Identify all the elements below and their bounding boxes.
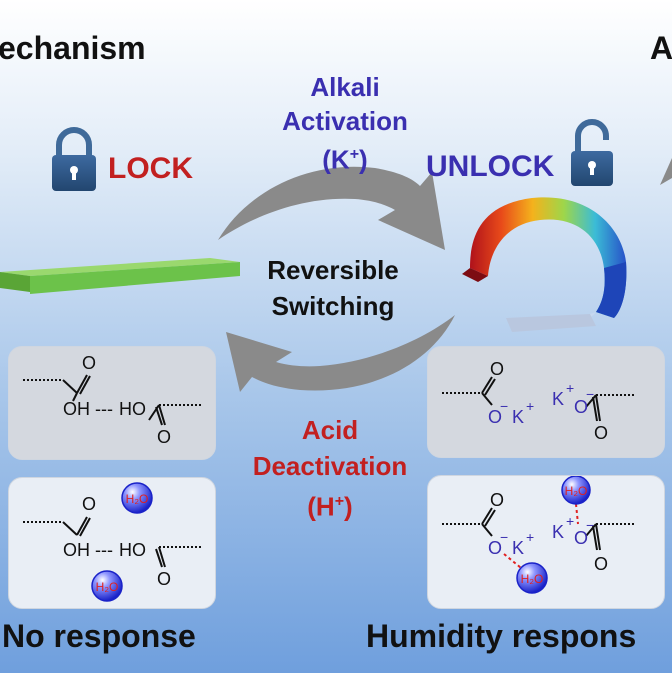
curled-film (462, 197, 627, 332)
charge-minus-4: − (586, 517, 594, 533)
water-molecule-1: H₂O (121, 482, 153, 514)
water-molecule-4: H₂O (516, 562, 548, 594)
partial-arrow-right (660, 158, 672, 185)
carboxylate-o-2: O (574, 397, 588, 417)
deactivation-line1: Acid (301, 415, 359, 445)
potassium-3: K (512, 538, 524, 558)
carboxylate-o-4: O (574, 528, 588, 548)
deactivation-ion: (H+) (307, 491, 353, 522)
deactivation-label: Acid Deactivation (H+) (240, 412, 420, 525)
charge-plus-2: + (566, 380, 574, 396)
activation-label: Alkali Activation (K+) (260, 70, 430, 177)
carbonyl-o-1: O (82, 353, 96, 373)
potassium-1: K (512, 407, 524, 427)
unlock-label: UNLOCK (426, 150, 555, 183)
unlock-humid-box: O O − K + K + O − O H₂O H₂O (427, 475, 665, 609)
green-film (0, 258, 240, 294)
no-response-label: No response (2, 618, 196, 654)
svg-text:H₂O: H₂O (521, 572, 544, 586)
h-bonded-dimer-water-diagram: O OH --- HO O H₂O H₂O (23, 482, 201, 602)
charge-plus-4: + (566, 513, 574, 529)
svg-text:H₂O: H₂O (96, 580, 119, 594)
charge-plus-3: + (526, 529, 534, 545)
carbonyl-o-5: O (490, 359, 504, 379)
hbond-dashes-2: --- (95, 540, 113, 560)
h-bonded-dimer-diagram: O OH --- HO O (23, 353, 201, 447)
hbond-dashes: --- (95, 399, 113, 419)
center-line2: Switching (271, 291, 395, 321)
carboxylate-o-3: O (488, 538, 502, 558)
svg-text:H₂O: H₂O (126, 492, 149, 506)
charge-minus-3: − (500, 529, 508, 545)
deactivation-line2: Deactivation (252, 451, 408, 481)
center-line1: Reversible (267, 255, 399, 285)
activation-line2: Activation (282, 106, 408, 136)
carboxylate-o-1: O (488, 407, 502, 427)
charge-minus-2: − (586, 386, 594, 402)
charge-minus-1: − (500, 398, 508, 414)
carbonyl-o-6: O (594, 423, 608, 443)
activation-ion: (K+) (322, 144, 368, 175)
activation-line1: Alkali (310, 72, 380, 102)
potassium-2: K (552, 389, 564, 409)
svg-text:H₂O: H₂O (565, 484, 588, 498)
potassium-4: K (552, 522, 564, 542)
carbonyl-o-8: O (594, 554, 608, 574)
water-molecule-2: H₂O (91, 570, 123, 602)
carboxylate-k-diagram: O O − K + K + O − O (442, 359, 634, 443)
lock-dry-box: O OH --- HO O (8, 346, 216, 460)
carbonyl-o-4: O (157, 569, 171, 589)
unlock-icon (571, 119, 613, 186)
carboxylate-k-water-diagram: O O − K + K + O − O H₂O H₂O (442, 475, 634, 594)
charge-plus-1: + (526, 398, 534, 414)
reversible-switching-label: Reversible Switching (248, 252, 418, 324)
water-molecule-3: H₂O (561, 475, 591, 505)
oh-group-2: OH (63, 540, 90, 560)
lock-humid-box: O OH --- HO O H₂O H₂O (8, 477, 216, 609)
deactivation-arrow (226, 315, 455, 392)
ho-group-2: HO (119, 540, 146, 560)
carbonyl-o-7: O (490, 490, 504, 510)
carbonyl-o-2: O (157, 427, 171, 447)
ho-group: HO (119, 399, 146, 419)
lock-label: LOCK (108, 152, 193, 185)
lock-icon (52, 127, 96, 191)
oh-group: OH (63, 399, 90, 419)
carbonyl-o-3: O (82, 494, 96, 514)
right-heading-partial: A (650, 30, 672, 66)
mechanism-heading: echanism (0, 30, 146, 66)
humidity-response-label: Humidity respons (366, 618, 637, 654)
unlock-dry-box: O O − K + K + O − O (427, 346, 665, 458)
activation-arrow (218, 166, 445, 250)
